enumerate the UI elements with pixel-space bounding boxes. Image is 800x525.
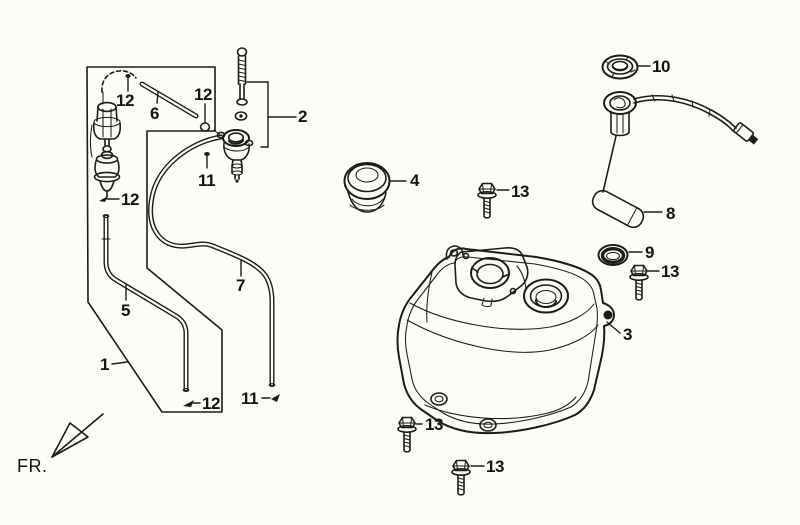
hose-clip-11a (204, 152, 210, 169)
flange-bolt-13d (451, 459, 485, 496)
sender-lock-ring-10 (601, 54, 651, 80)
tube-clamp-12a (125, 74, 131, 92)
fuel-cock-assembly (213, 47, 297, 183)
callout-part-9: 9 (645, 243, 655, 262)
dashed-tube (101, 70, 137, 105)
callout-part-12a: 12 (116, 91, 135, 110)
fuel-level-sender-8 (591, 91, 759, 229)
callout-part-13c: 13 (425, 415, 444, 434)
fuel-filler-cap (343, 162, 407, 213)
seal-ring-9 (597, 244, 643, 266)
fuel-tube-6 (139, 81, 199, 119)
fuel-tank (396, 245, 621, 435)
callout-part-4: 4 (410, 171, 420, 190)
hose-clip-11b (261, 394, 280, 402)
callout-part-13b: 13 (661, 262, 680, 281)
flange-bolt-13b (629, 264, 660, 301)
fuel-pipe-5 (101, 214, 190, 392)
callout-part-10: 10 (652, 57, 671, 76)
callout-part-6: 6 (150, 104, 160, 123)
callout-part-8: 8 (666, 204, 676, 223)
callout-part-11b: 11 (241, 389, 259, 408)
callout-part-1: 1 (100, 355, 110, 374)
callout-part-11a: 11 (198, 171, 216, 190)
front-direction-arrow (51, 413, 104, 458)
callout-part-12b: 12 (194, 85, 213, 104)
front-marker-label: FR. (17, 456, 48, 476)
flange-bolt-13c (397, 416, 423, 453)
callout-part-7: 7 (236, 276, 246, 295)
callout-part-5: 5 (121, 301, 131, 320)
callout-part-12d: 12 (202, 394, 221, 413)
callout-part-3: 3 (623, 325, 633, 344)
tube-clamp-12b (199, 103, 211, 132)
callout-part-13a: 13 (511, 182, 530, 201)
tube-set-outline-box (86, 66, 223, 413)
fuel-filter (89, 101, 122, 198)
callout-part-12c: 12 (121, 190, 140, 209)
callout-part-13d: 13 (486, 457, 505, 476)
tube-clamp-12c (99, 196, 120, 202)
tube-clamp-12d (183, 400, 201, 407)
callout-part-2: 2 (298, 107, 308, 126)
flange-bolt-13a (477, 182, 510, 219)
fuel-hose-7 (148, 134, 276, 387)
